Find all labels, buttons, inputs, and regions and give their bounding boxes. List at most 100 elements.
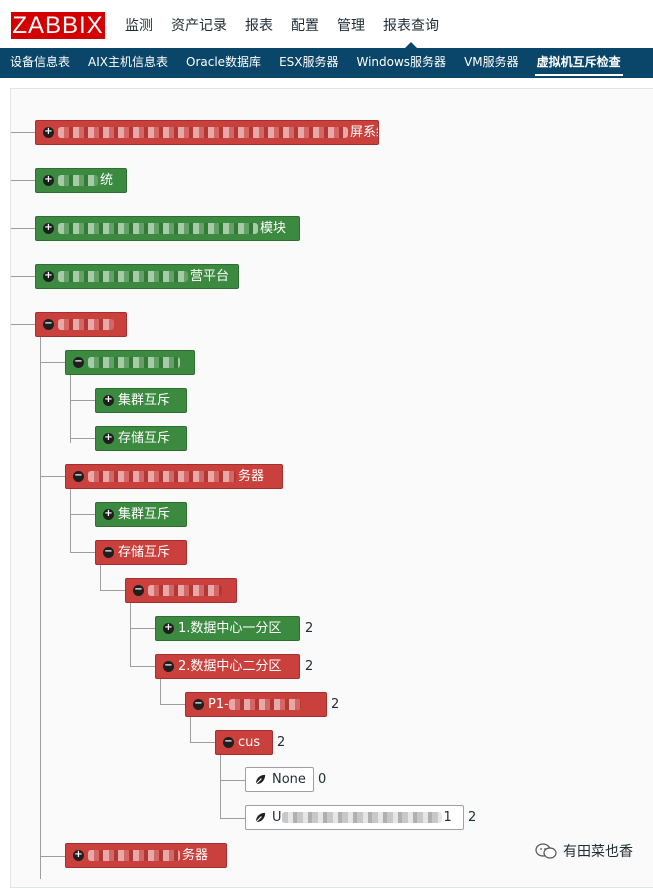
- sub-nav: 设备信息表 AIX主机信息表 Oracle数据库 ESX服务器 Windows服…: [0, 48, 653, 78]
- tree-connector: [130, 628, 155, 629]
- tree-connector: [220, 818, 245, 819]
- collapse-icon[interactable]: −: [73, 356, 84, 368]
- tree-connector: [11, 276, 35, 277]
- tree-connector: [40, 476, 65, 477]
- tree-node-platform[interactable]: + 营平台: [35, 264, 239, 289]
- tree-connector: [130, 666, 155, 667]
- redacted-text: [58, 175, 98, 186]
- tree-node-cluster-mutex-1[interactable]: + 集群互斥: [95, 388, 187, 413]
- redacted-text: [58, 271, 188, 282]
- tree-node-storage-mutex-1[interactable]: + 存储互斥: [95, 426, 187, 451]
- tree-node-system-2[interactable]: + 统: [35, 168, 127, 193]
- leaf-icon: [255, 812, 266, 823]
- collapse-icon[interactable]: −: [133, 584, 144, 596]
- expand-icon[interactable]: +: [103, 508, 114, 520]
- top-header: ZABBIX 监测 资产记录 报表 配置 管理 报表查询: [0, 0, 653, 48]
- redacted-text: [58, 319, 114, 330]
- collapse-icon[interactable]: −: [193, 698, 204, 710]
- node-count: 2: [331, 697, 340, 712]
- tree-connector: [70, 514, 95, 515]
- tree-connector: [70, 400, 95, 401]
- tree-connector: [70, 489, 71, 552]
- expand-icon[interactable]: +: [43, 222, 54, 234]
- tree-connector: [11, 324, 35, 325]
- tree-node-cus[interactable]: − cus: [215, 730, 273, 755]
- tree-connector: [190, 742, 215, 743]
- nav-inventory[interactable]: 资产记录: [171, 18, 227, 34]
- collapse-icon[interactable]: −: [43, 318, 54, 330]
- node-count: 0: [318, 772, 327, 787]
- tree-connector: [40, 856, 65, 857]
- tree-connector: [11, 132, 35, 133]
- tree-connector: [220, 755, 221, 818]
- tree-connector: [100, 565, 101, 590]
- subnav-windows[interactable]: Windows服务器: [356, 55, 447, 69]
- tree-connector: [190, 717, 191, 742]
- tree-node-storage-group[interactable]: −: [125, 578, 237, 603]
- redacted-text: [148, 585, 222, 596]
- tree-node-server-2[interactable]: + 务器: [65, 843, 227, 868]
- tree-connector: [70, 375, 71, 443]
- nav-reports[interactable]: 报表: [245, 18, 273, 34]
- redacted-text: [228, 699, 301, 710]
- node-count: 2: [468, 810, 477, 825]
- subnav-device-info[interactable]: 设备信息表: [10, 55, 71, 69]
- tree-connector: [100, 590, 125, 591]
- tree-node-server-1[interactable]: − 务器: [65, 464, 283, 489]
- tree-node-system-1[interactable]: + 屏系统: [35, 120, 379, 145]
- redacted-text: [88, 471, 236, 482]
- collapse-icon[interactable]: −: [163, 660, 174, 672]
- tree-connector: [160, 704, 185, 705]
- subnav-oracle[interactable]: Oracle数据库: [186, 55, 262, 69]
- tree-connector: [11, 180, 35, 181]
- nav-monitoring[interactable]: 监测: [125, 18, 153, 34]
- tree-node-dc-zone-1[interactable]: + 1.数据中心一分区: [155, 616, 300, 641]
- tree-node-dc-zone-2[interactable]: − 2.数据中心二分区: [155, 654, 300, 679]
- tree-node-module[interactable]: + 模块: [35, 216, 300, 241]
- tree-node-storage-mutex-2[interactable]: − 存储互斥: [95, 540, 187, 565]
- watermark: 有田菜也香: [535, 841, 633, 861]
- tree-connector: [40, 337, 41, 879]
- tree-connector: [220, 780, 245, 781]
- redacted-text: [281, 812, 442, 823]
- tree-connector: [160, 679, 161, 704]
- subnav-vm-mutex-check[interactable]: 虚拟机互斥检查: [527, 48, 629, 78]
- expand-icon[interactable]: +: [73, 849, 84, 861]
- tree-node-host-1[interactable]: −: [65, 350, 195, 375]
- expand-icon[interactable]: +: [103, 394, 114, 406]
- expand-icon[interactable]: +: [43, 174, 54, 186]
- node-count: 2: [305, 621, 314, 636]
- expand-icon[interactable]: +: [103, 432, 114, 444]
- tree-node-expanded-root[interactable]: −: [35, 312, 127, 337]
- redacted-text: [58, 223, 258, 234]
- main-nav: 监测 资产记录 报表 配置 管理 报表查询: [116, 0, 448, 48]
- subnav-esx[interactable]: ESX服务器: [279, 55, 339, 69]
- collapse-icon[interactable]: −: [103, 546, 114, 558]
- expand-icon[interactable]: +: [43, 126, 54, 138]
- subnav-aix-hosts[interactable]: AIX主机信息表: [88, 55, 168, 69]
- expand-icon[interactable]: +: [163, 622, 174, 634]
- redacted-text: [58, 127, 348, 138]
- zabbix-logo[interactable]: ZABBIX: [11, 12, 105, 39]
- nav-administration[interactable]: 管理: [337, 18, 365, 34]
- nav-configuration[interactable]: 配置: [291, 18, 319, 34]
- nav-report-query[interactable]: 报表查询: [374, 0, 448, 48]
- tree-connector: [70, 552, 95, 553]
- node-count: 2: [305, 659, 314, 674]
- wechat-icon: [535, 843, 557, 859]
- collapse-icon[interactable]: −: [223, 736, 234, 748]
- tree-connector: [40, 362, 65, 363]
- redacted-text: [88, 850, 180, 861]
- tree-node-cluster-mutex-2[interactable]: + 集群互斥: [95, 502, 187, 527]
- node-count: 2: [277, 735, 286, 750]
- tree-node-p1[interactable]: − P1-: [185, 692, 327, 717]
- leaf-icon: [255, 774, 266, 785]
- tree-connector: [11, 228, 35, 229]
- expand-icon[interactable]: +: [43, 270, 54, 282]
- tree-connector: [70, 438, 95, 439]
- tree-leaf-none[interactable]: None: [245, 767, 314, 792]
- tree-connector: [130, 603, 131, 666]
- subnav-vm[interactable]: VM服务器: [464, 55, 519, 69]
- collapse-icon[interactable]: −: [73, 470, 84, 482]
